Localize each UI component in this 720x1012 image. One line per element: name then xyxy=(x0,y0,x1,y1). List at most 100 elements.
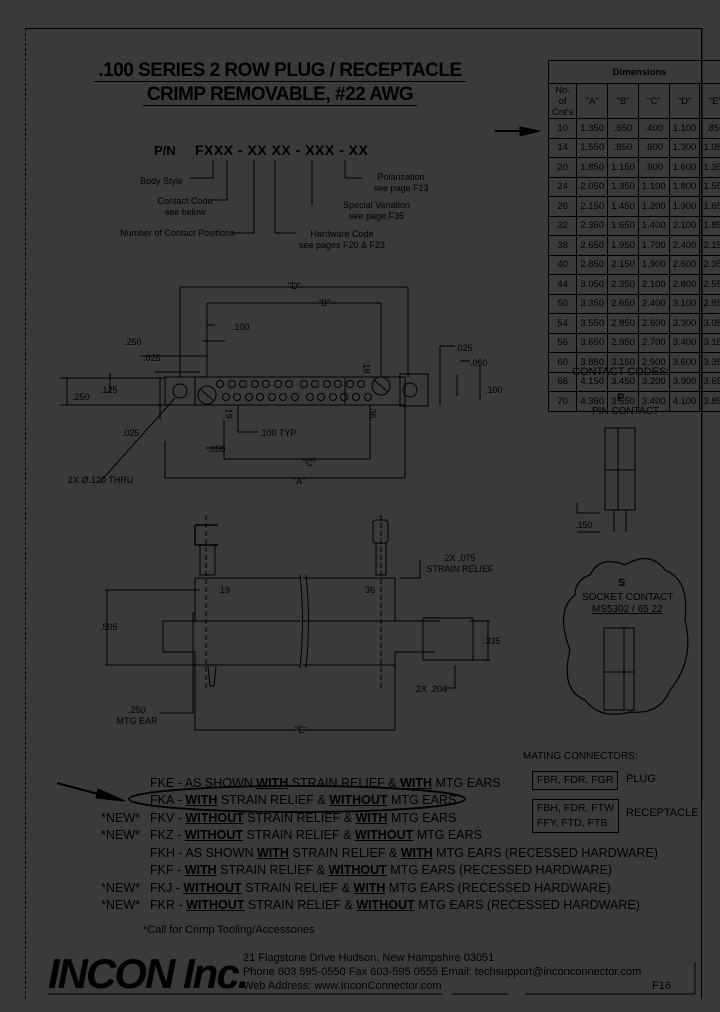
mating-receptacle-parts: FBH, FDR, FTW FFY, FTD, FTB xyxy=(532,799,619,833)
dim-label-D: "D" xyxy=(288,281,301,291)
pn-prefix: P/N xyxy=(154,143,176,158)
footer-contact[interactable]: Phone 603 595-0550 Fax 603-595 0555 Emai… xyxy=(243,966,642,978)
pin-contact-name: PIN CONTACT xyxy=(592,406,660,417)
dim-label-100: .100 xyxy=(232,322,250,332)
hardware-code: FKV xyxy=(150,811,175,825)
side-pin-36: 36 xyxy=(365,585,376,595)
pin-contact-drawing xyxy=(604,427,636,511)
dim-label-025a: .025 xyxy=(143,353,161,363)
dim-E xyxy=(194,665,396,731)
mating-connectors-title: MATING CONNECTORS: xyxy=(523,751,638,762)
leader-contact-code xyxy=(212,160,228,201)
page-number: F16 xyxy=(652,980,671,992)
leader-body-style xyxy=(190,160,214,179)
company-logo: INCON Inc. xyxy=(48,950,249,997)
title-line-1: .100 SERIES 2 ROW PLUG / RECEPTACLE xyxy=(0,60,560,82)
break-line xyxy=(299,574,309,669)
dim-label-E: "E" xyxy=(295,725,308,735)
pin-contact-dim: .150 xyxy=(575,520,593,530)
dim-label-C: "C" xyxy=(303,458,316,468)
hardware-option-fkr: *NEW*FKR - WITHOUT STRAIN RELIEF & WITHO… xyxy=(60,897,640,914)
socket-contact-drawing xyxy=(603,627,635,711)
mating-plug-parts: FBR, FDR, FGR xyxy=(532,771,619,790)
hardware-option-fkh: FKH - AS SHOWN WITH STRAIN RELIEF & WITH… xyxy=(150,846,658,860)
dim-label-250a: .250 xyxy=(124,337,142,347)
dim-label-050a: .050 xyxy=(208,444,226,454)
pin-label-19: 19 xyxy=(223,408,234,419)
hardware-option-fka: FKA - WITH STRAIN RELIEF & WITHOUT MTG E… xyxy=(150,793,457,807)
dim-label-125: .125 xyxy=(100,385,118,395)
hardware-code: FKH xyxy=(150,846,175,860)
title-line-2: CRIMP REMOVABLE, #22 AWG xyxy=(0,84,560,106)
hardware-option-fkv: *NEW*FKV - WITHOUT STRAIN RELIEF & WITH … xyxy=(60,810,456,827)
table-caption: Dimensions xyxy=(547,60,720,84)
hardware-code: FKJ xyxy=(150,881,173,895)
hardware-option-fke: FKE - AS SHOWN WITH STRAIN RELIEF & WITH… xyxy=(150,776,501,790)
dim-label-A: "A" xyxy=(293,476,306,486)
hardware-code: FKZ xyxy=(150,828,174,842)
dim-A xyxy=(164,405,406,479)
pin-label-18: 18 xyxy=(361,363,372,374)
hardware-option-fkz: *NEW*FKZ - WITHOUT STRAIN RELIEF & WITHO… xyxy=(60,827,482,844)
dim-B xyxy=(206,302,382,377)
hardware-option-fkj: *NEW*FKJ - WITHOUT STRAIN RELIEF & WITH … xyxy=(60,880,611,897)
new-tag: *NEW* xyxy=(101,828,140,842)
dim-505 xyxy=(105,589,200,666)
pin-contact-code: P xyxy=(617,392,625,404)
side-pin-19: 19 xyxy=(220,585,231,595)
dim-label-505: .505 xyxy=(100,622,118,632)
socket-contact-spec: MS5302 / 65 22 xyxy=(592,604,663,615)
dim-mtg-ear xyxy=(160,612,194,714)
hardware-code: FKA xyxy=(150,793,175,807)
dim-label-250b: .250 xyxy=(72,392,90,402)
dimensions-table: Dimensions No. of Cnt's "A" "B" "C" "D" … xyxy=(547,60,720,412)
pin-label-36: 36 xyxy=(367,408,378,419)
dim-label-100b: .100 xyxy=(485,385,503,395)
dim-label-100typ: .100 TYP xyxy=(259,428,297,438)
leader-thru-hole xyxy=(99,397,176,483)
hardware-option-fkf: FKF - WITH STRAIN RELIEF & WITHOUT MTG E… xyxy=(150,863,613,877)
dim-label-025b: .025 xyxy=(122,428,140,438)
pin-row-bottom xyxy=(222,393,372,401)
dim-label-335: .335 xyxy=(483,636,501,646)
tooling-note: *Call for Crimp Tooling/Accessories xyxy=(143,924,315,936)
pin-row-top xyxy=(216,380,365,388)
footer-web[interactable]: Web Address: www.InconConnector.com xyxy=(243,980,442,992)
table-header-row: No. of Cnt's "A" "B" "C" "D" "E" xyxy=(547,83,720,119)
contact-codes-title: CONTACT CODES: xyxy=(572,366,670,378)
dim-C xyxy=(223,405,371,460)
mating-plug-label: PLUG xyxy=(626,773,656,785)
socket-contact-name: SOCKET CONTACT xyxy=(582,592,674,603)
hardware-code: FKE xyxy=(150,776,175,790)
dim-label-050b: .050 xyxy=(470,358,488,368)
callout-contact-positions: Number of Contact Positions xyxy=(120,228,235,238)
dim-label-B: "B" xyxy=(318,298,331,308)
callout-body-style: Body Style xyxy=(140,176,184,186)
leader-contact-positions xyxy=(232,160,255,234)
thru-hole-label: 2X Ø.120 THRU xyxy=(68,475,134,485)
hardware-code: FKF xyxy=(150,863,174,877)
socket-contact-code: S xyxy=(618,577,626,589)
socket-highlight-cloud xyxy=(563,558,689,715)
connector-shell-top xyxy=(164,376,406,406)
new-tag: *NEW* xyxy=(101,898,140,912)
leader-hardware-code xyxy=(274,160,296,234)
new-tag: *NEW* xyxy=(101,881,140,895)
hardware-code: FKR xyxy=(150,898,175,912)
dim-D xyxy=(179,286,409,377)
